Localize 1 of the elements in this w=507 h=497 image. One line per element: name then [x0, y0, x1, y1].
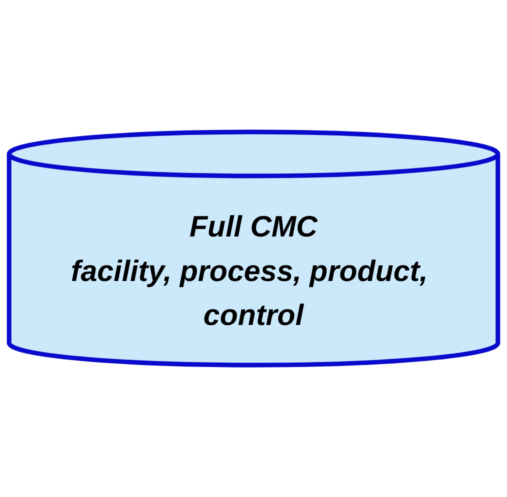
database-cylinder: Full CMC facility, process, product, control	[6, 130, 500, 368]
